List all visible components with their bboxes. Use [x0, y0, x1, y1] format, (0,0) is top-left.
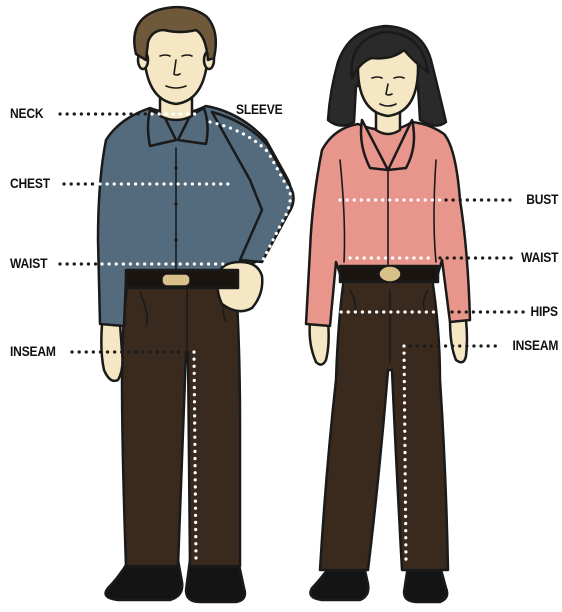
- man-left-hand: [101, 324, 122, 381]
- woman-pants: [320, 278, 448, 570]
- woman-left-hand: [310, 322, 329, 365]
- woman-bust-label: BUST: [526, 191, 558, 207]
- man-waist-label: WAIST: [10, 255, 47, 271]
- woman-right-shoe: [404, 566, 447, 602]
- man-neck-label: NECK: [10, 105, 43, 121]
- man-pants: [122, 282, 240, 566]
- woman-hips-label: HIPS: [531, 303, 558, 319]
- woman-waist-label: WAIST: [521, 249, 558, 265]
- man-sleeve-label: SLEEVE: [236, 101, 282, 117]
- man-buckle: [162, 274, 190, 286]
- woman-right-hand: [450, 320, 467, 362]
- woman-buckle: [379, 266, 401, 282]
- woman-figure: [306, 26, 470, 602]
- man-chest-label: CHEST: [10, 175, 50, 191]
- man-inseam-label: INSEAM: [10, 343, 56, 359]
- man-figure: [98, 7, 294, 602]
- woman-inseam-label: INSEAM: [512, 337, 558, 353]
